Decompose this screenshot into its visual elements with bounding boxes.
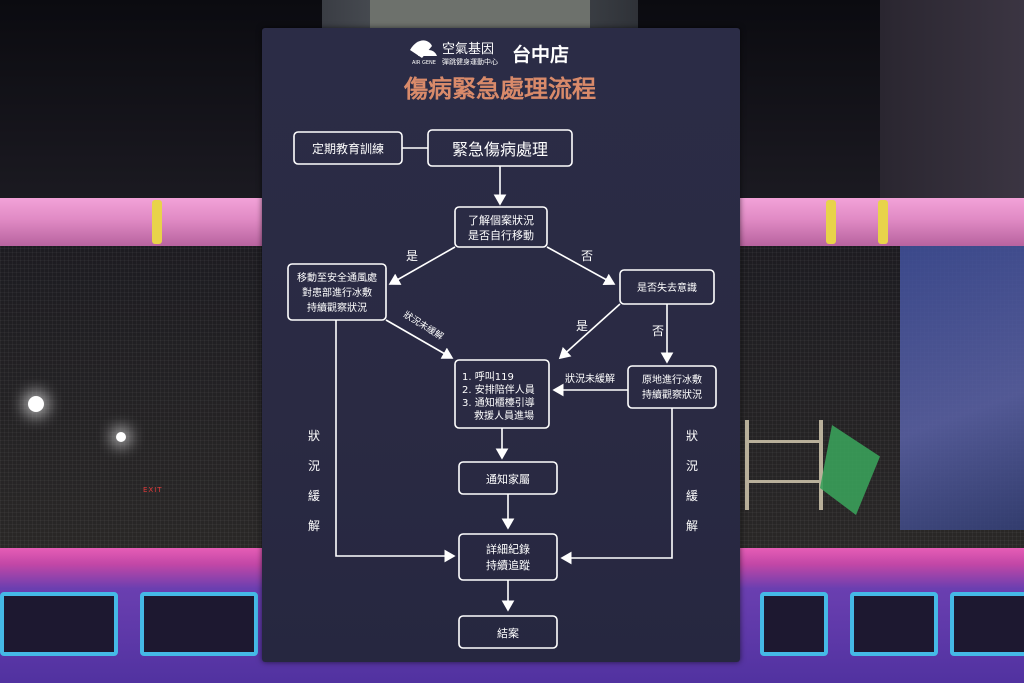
support-pole-highlight [370,0,590,30]
ice-line-2: 持續觀察狀況 [642,388,702,401]
rail-tie [826,200,836,244]
relief-left-1: 狀 [308,429,320,443]
start-label: 緊急傷病處理 [452,140,548,159]
call-line-3: 3. 通知櫃檯引導 [462,396,535,409]
call-line-4: 救援人員進場 [474,409,534,422]
assess-line-1: 了解個案狀況 [468,213,534,227]
relief-left-3: 緩 [308,489,320,503]
trampoline-pad [850,592,938,656]
trampoline-pad [760,592,828,656]
yes-label-2: 是 [576,319,588,333]
trampoline-pad [0,592,118,656]
end-box [458,615,558,649]
wall-panel [900,230,1024,530]
record-line-1: 詳細紀錄 [486,542,530,556]
ladder [745,420,823,510]
call-line-1: 1. 呼叫119 [462,371,514,383]
record-box [458,533,558,581]
light-2 [116,432,126,442]
arrow [388,246,456,285]
branch-name: 台中店 [512,43,569,66]
unconscious-label: 是否失去意識 [637,281,697,294]
ice-line-1: 原地進行冰敷 [642,373,702,386]
relief-right-2: 況 [686,458,698,473]
arrow [558,303,621,360]
family-label: 通知家屬 [486,472,530,486]
move-box [287,263,387,321]
rail-tie [878,200,888,244]
training-label: 定期教育訓練 [312,141,384,156]
record-line-2: 持續追蹤 [486,558,530,572]
arrow [546,246,616,285]
trampoline-pad [140,592,258,656]
relief-left-4: 解 [308,519,320,533]
yes-label: 是 [406,249,418,263]
assess-line-2: 是否自行移動 [468,228,534,242]
assess-box [454,206,548,248]
ice-box [627,365,717,409]
exit-sign: EXIT [143,486,163,494]
call-line-2: 2. 安排陪伴人員 [462,383,535,396]
unresolved-left-label: 狀況未緩解 [401,308,446,342]
move-line-1: 移動至安全通風處 [297,271,377,284]
unresolved-right-label: 狀況未緩解 [565,372,615,385]
end-label: 結案 [497,626,519,640]
light-1 [28,396,44,412]
brand-sub: 彈跳健身運動中心 [442,57,498,66]
arrow [385,319,454,359]
no-label-2: 否 [652,324,664,338]
brand-small: AIR GENE [412,60,436,66]
sign-title: 傷病緊急處理流程 [403,75,596,103]
rail-tie [152,200,162,244]
relief-right-3: 緩 [686,489,698,503]
relief-left-2: 況 [308,458,320,473]
relief-right-4: 解 [686,519,698,533]
brand-name: 空氣基因 [442,42,494,57]
trampoline-pad [950,592,1024,656]
relief-right-connector [560,408,673,565]
move-line-2: 對患部進行冰敷 [302,286,372,299]
flowchart: AIR GENE 空氣基因 彈跳健身運動中心 台中店 傷病緊急處理流程 定期教育… [287,40,717,649]
move-line-3: 持續觀察狀況 [307,301,367,314]
no-label: 否 [581,249,593,263]
relief-left-connector [335,320,456,563]
brand-logo-icon [410,40,437,58]
flowchart-sign: AIR GENE 空氣基因 彈跳健身運動中心 台中店 傷病緊急處理流程 定期教育… [262,28,740,662]
relief-right-1: 狀 [686,429,698,443]
